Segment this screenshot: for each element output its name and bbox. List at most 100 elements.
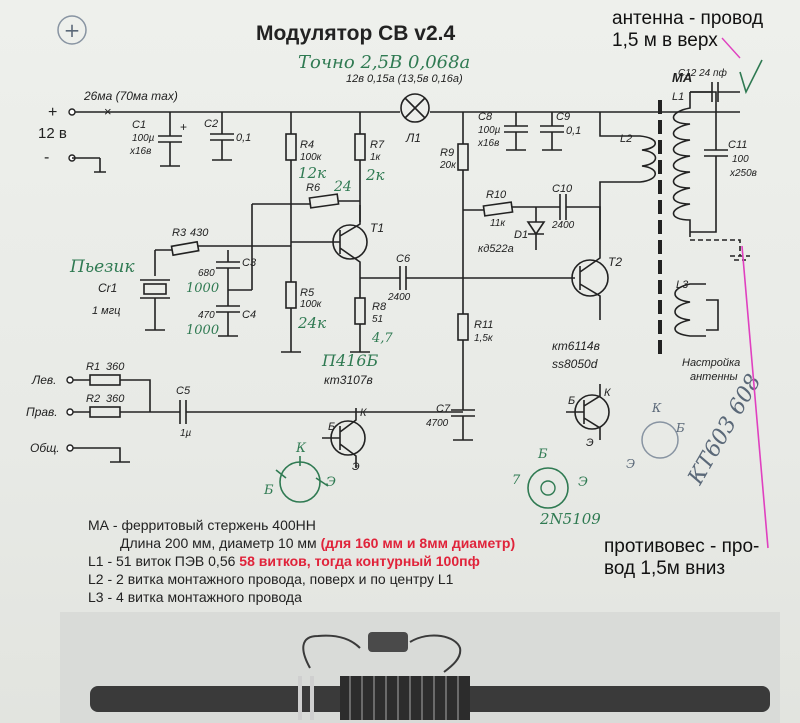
transistor-t1 (291, 205, 368, 278)
magenta-antenna-line (721, 37, 741, 59)
resistor-r10 (482, 201, 514, 217)
l3-loop (706, 299, 719, 331)
capacitors-c3-c4 (216, 250, 240, 337)
resistor-r1 (89, 374, 121, 386)
r9-label: R9 (440, 147, 454, 159)
resistor-r4 (285, 133, 297, 161)
t1-label: T1 (370, 221, 384, 235)
c3-value: 680 (198, 268, 215, 279)
ma-label: MA (672, 70, 692, 85)
r11-label: R11 (474, 319, 493, 331)
t2-pin-k: К (604, 387, 611, 399)
r6-wire (228, 200, 360, 291)
r5-label: R5 (300, 287, 315, 299)
resistor-r11 (457, 313, 469, 341)
r7-handwritten: 2к (365, 166, 385, 184)
handwritten-pin-b: Б (263, 483, 274, 498)
piezo-handwritten: Пьезик (69, 257, 135, 277)
crystal-label: Cr1 (98, 281, 117, 295)
c2-label: C2 (204, 118, 218, 130)
supply-voltage: 12 в (38, 125, 67, 142)
r7-value: 1к (370, 152, 382, 163)
coil-l2 (599, 112, 657, 240)
c1-value: 100µ (132, 133, 155, 144)
c8-voltage: х16в (477, 138, 499, 149)
handwritten-2n-pin-7: 7 (512, 473, 521, 488)
pinout-t1-symbol (322, 408, 366, 468)
handwritten-pinout-legs (275, 456, 329, 487)
c5-label: C5 (176, 385, 191, 397)
d1-type: кд522а (478, 243, 514, 255)
t1-handwritten-type: П416Б (321, 351, 378, 370)
resistor-r8 (354, 297, 366, 325)
r1-value: 360 (106, 361, 125, 373)
note-line-1: МА - ферритовый стержень 400НН (88, 517, 316, 533)
input-left: Лев. (31, 373, 57, 387)
r8-label: R8 (372, 301, 387, 313)
r1-label: R1 (86, 361, 100, 373)
r10-label: R10 (486, 189, 507, 201)
r11-value: 1,5к (474, 333, 494, 344)
diagram-title: Модулятор СВ v2.4 (256, 22, 455, 45)
c1-plus: + (180, 120, 187, 134)
antenna-note-line-1: антенна - провод (612, 8, 764, 29)
resistor-r5 (285, 281, 297, 309)
t2-type-2: ss8050d (552, 357, 598, 371)
c8-value: 100µ (478, 125, 501, 136)
c8-label: C8 (478, 111, 493, 123)
coil-l3 (674, 283, 706, 337)
c4-value: 470 (198, 310, 215, 321)
r6-label: R6 (306, 182, 321, 194)
note-line-2: Длина 200 мм, диаметр 10 мм (для 160 мм … (88, 534, 515, 552)
note-line-3a: L1 - 51 виток ПЭВ 0,56 (88, 553, 236, 569)
c10-value: 2400 (551, 220, 575, 231)
handwritten-kt-pin-e: Э (626, 457, 635, 471)
resistor-r3 (170, 240, 200, 257)
notes-block: МА - ферритовый стержень 400НН Длина 200… (88, 516, 515, 606)
r4-handwritten: 12к (298, 164, 326, 182)
c11-voltage: х250в (729, 168, 757, 179)
resistor-r9 (457, 143, 469, 171)
note-line-2a: Длина 200 мм, диаметр 10 мм (120, 535, 317, 551)
lamp-rating-note: 12в 0,15а (13,5в 0,16а) (346, 73, 463, 85)
r5-wire (281, 250, 301, 353)
handwritten-2n-pin-e: Э (578, 475, 588, 490)
plus-mark-text: + (64, 18, 81, 42)
coil-l1 (672, 92, 691, 232)
handwritten-pin-e: Э (326, 475, 336, 490)
handwritten-2n5109: 2N5109 (539, 510, 601, 528)
tuning-line-1: Настройка (682, 357, 740, 369)
note-line-2b: (для 160 мм и 8мм диаметр) (320, 535, 516, 551)
r4-value: 100к (300, 152, 323, 163)
r3-value: 430 (190, 227, 209, 239)
capacitor-c1 (158, 112, 182, 166)
c1-voltage: х16в (129, 146, 151, 157)
t1-pin-b: Б (328, 421, 335, 433)
t1-pin-e: Э (352, 461, 360, 473)
counterpoise-note-line-1: противовес - про- (604, 536, 760, 557)
l2-label: L2 (620, 133, 632, 145)
input-right-terminal (66, 408, 74, 416)
handwritten-2n-inner (540, 480, 556, 496)
r8-wire (350, 278, 370, 353)
counterpoise-note: противовес - про- вод 1,5м вниз (604, 536, 759, 580)
r5-handwritten: 24к (297, 314, 326, 332)
t1-type: кт3107в (324, 373, 373, 387)
d1-label: D1 (514, 229, 528, 241)
crystal-freq: 1 мгц (92, 305, 120, 317)
tuning-line-2: антенны (690, 371, 738, 383)
r7-label: R7 (370, 139, 385, 151)
c7-value: 4700 (426, 418, 449, 429)
lamp-label: Л1 (405, 131, 421, 145)
c6-value: 2400 (387, 292, 411, 303)
input-common: Общ. (30, 441, 60, 455)
note-line-5: L3 - 4 витка монтажного провода (88, 589, 302, 605)
t2-label: T2 (608, 255, 622, 269)
capacitor-c6 (360, 266, 575, 290)
handwritten-pinout-circle (279, 461, 321, 503)
supply-ground (72, 157, 106, 173)
capacitor-c11 (690, 91, 728, 233)
c10-label: C10 (552, 183, 573, 195)
